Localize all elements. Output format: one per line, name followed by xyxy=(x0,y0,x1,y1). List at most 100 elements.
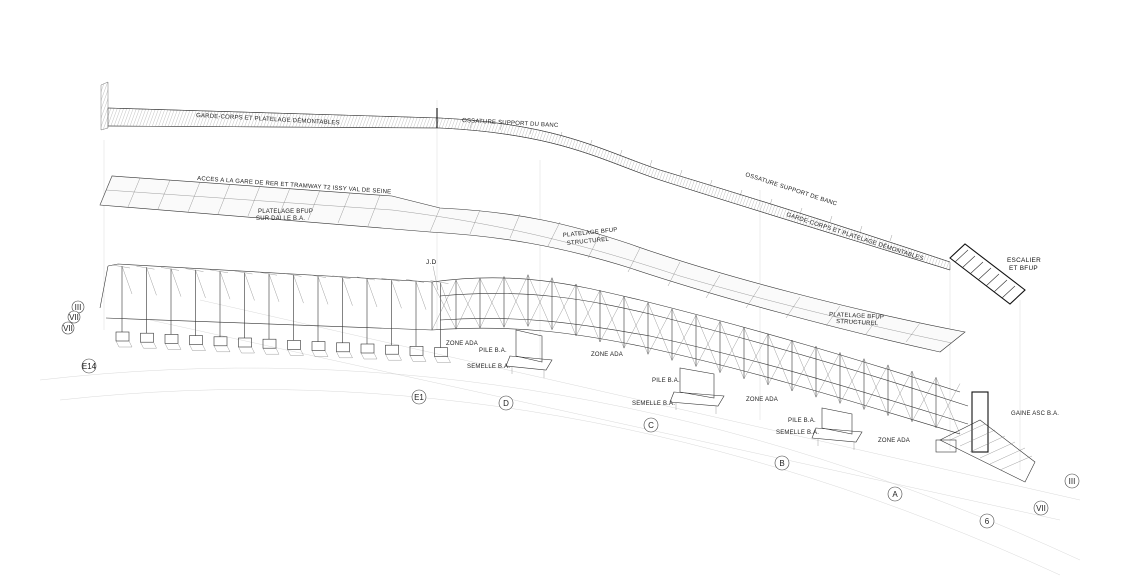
label-ossature-1: OSSATURE SUPPORT DU BANC xyxy=(462,118,559,129)
grid-bubbles: III VII VII E14 E1 D C B xyxy=(61,300,1080,529)
truss-diagonal xyxy=(647,308,673,355)
canopy-footing-base xyxy=(409,355,427,362)
truss-diagonal xyxy=(599,296,625,343)
label-zone-ada-1: ZONE ADA xyxy=(446,341,478,347)
canopy-footing-base xyxy=(434,356,451,363)
truss-diagonal xyxy=(455,280,481,329)
canopy-posts xyxy=(111,264,451,363)
truss-diagonal xyxy=(479,278,505,328)
truss-diagonal xyxy=(431,281,457,330)
label-pile-1: PILE B.A. xyxy=(479,348,507,354)
label-zone-ada-3: ZONE ADA xyxy=(746,397,778,403)
piers-and-footings xyxy=(505,329,863,450)
escalier-bottom xyxy=(935,391,1036,483)
canopy-footing-base xyxy=(262,348,280,355)
canopy-footing-base xyxy=(213,345,231,352)
canopy-footing xyxy=(434,347,448,357)
canopy-rafter xyxy=(356,276,376,281)
semelle-ba xyxy=(505,355,553,371)
canopy-rafter xyxy=(111,264,131,269)
canopy-footing-base xyxy=(360,352,378,360)
label-semelle-1: SEMELLE B.A. xyxy=(467,364,510,370)
truss-diagonal xyxy=(503,276,529,327)
svg-text:E1: E1 xyxy=(414,393,424,402)
canopy-footing xyxy=(238,337,252,348)
canopy-brace xyxy=(121,265,133,295)
svg-text:VII: VII xyxy=(1036,504,1046,513)
grid-bubble-a: A xyxy=(887,486,903,502)
svg-text:VII: VII xyxy=(63,324,73,333)
canopy-footing xyxy=(213,336,228,347)
label-semelle-3: SEMELLE B.A. xyxy=(776,430,819,436)
canopy-footing-base xyxy=(238,346,255,354)
canopy-brace xyxy=(170,268,182,297)
semelle-ba xyxy=(811,427,863,443)
svg-text:D: D xyxy=(503,399,509,408)
truss-diagonal xyxy=(911,377,937,422)
truss-diagonal xyxy=(767,339,793,385)
canopy-brace xyxy=(244,272,255,301)
grid-bubble-d: D xyxy=(498,395,514,411)
truss-diagonal xyxy=(791,346,817,392)
canopy-brace xyxy=(268,273,280,302)
grid-bubble-right-vii: VII xyxy=(1033,500,1049,516)
svg-text:C: C xyxy=(648,421,654,430)
svg-text:III: III xyxy=(1069,477,1076,486)
semelle-leg xyxy=(675,403,717,414)
grid-bubble-left-vii-b: VII xyxy=(61,321,75,335)
svg-text:E14: E14 xyxy=(82,362,97,371)
steel-structure xyxy=(99,263,969,435)
svg-text:A: A xyxy=(892,490,898,499)
canopy-footing-base xyxy=(140,342,157,349)
truss-diagonal xyxy=(887,371,913,416)
semelle-leg xyxy=(817,439,855,450)
canopy-footing xyxy=(140,332,154,343)
truss-diagonal xyxy=(815,352,841,398)
canopy-footing xyxy=(385,344,399,355)
label-pile-3: PILE B.A. xyxy=(788,418,816,424)
canopy-rafter xyxy=(405,279,425,283)
truss-diagonal xyxy=(743,333,769,379)
truss-diagonal xyxy=(431,280,457,331)
grid-bubble-left-vii-a: VII xyxy=(67,310,81,324)
canopy-footing xyxy=(262,338,277,349)
canopy-footing-base xyxy=(115,340,133,348)
truss-diagonal xyxy=(575,290,601,336)
truss-diagonal xyxy=(623,302,649,349)
canopy-footing xyxy=(164,334,179,344)
canopy-brace xyxy=(317,276,329,305)
canopy-rafter xyxy=(283,273,302,277)
label-semelle-2: SEMELLE B.A. xyxy=(632,401,675,407)
label-zone-ada-2: ZONE ADA xyxy=(591,352,623,358)
escalier-top xyxy=(949,243,1026,305)
canopy-rafter xyxy=(430,280,449,284)
label-escalier-2: ET BFUP xyxy=(1009,265,1038,272)
canopy-rafter xyxy=(136,266,155,270)
canopy-footing xyxy=(189,335,203,345)
canopy-rafter xyxy=(185,268,204,272)
semelle-ba xyxy=(669,391,725,407)
label-escalier-1: ESCALIER xyxy=(1007,257,1041,264)
grid-bubble-c: C xyxy=(643,417,659,433)
truss-diagonal xyxy=(839,358,865,404)
canopy-rafter xyxy=(332,275,351,279)
canopy-footing xyxy=(336,342,350,353)
canopy-brace xyxy=(195,269,206,298)
label-zone-ada-4: ZONE ADA xyxy=(878,438,910,444)
grid-bubble-left-iii: III xyxy=(71,300,85,314)
truss-diagonal xyxy=(455,278,481,330)
canopy-rafter xyxy=(160,267,180,271)
canopy-footing xyxy=(287,340,301,350)
grid-bubble-right-iii: III xyxy=(1064,473,1080,489)
truss-diagonal xyxy=(503,274,529,328)
truss-diagonal xyxy=(719,327,745,373)
canopy-rafter xyxy=(381,278,400,282)
canopy-footing-base xyxy=(336,351,353,358)
truss-diagonal xyxy=(671,315,697,361)
canopy-rafter xyxy=(209,269,229,273)
grid-bubble-e14: E14 xyxy=(81,358,97,374)
canopy-brace xyxy=(146,267,157,296)
canopy-footing-base xyxy=(287,349,304,356)
canopy-footing-base xyxy=(164,343,182,350)
canopy-brace xyxy=(219,271,231,300)
